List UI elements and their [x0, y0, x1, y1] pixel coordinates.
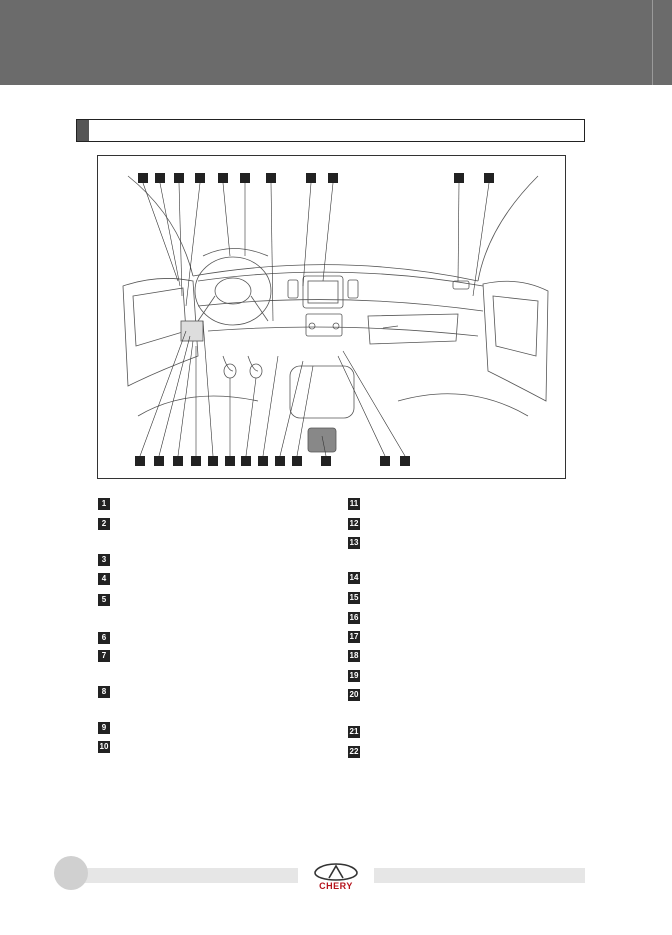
legend-marker-20: 20: [348, 689, 360, 701]
legend-marker-22: 22: [348, 746, 360, 758]
legend-marker-1: 1: [98, 498, 110, 510]
legend-marker-17: 17: [348, 631, 360, 643]
legend-marker-19: 19: [348, 670, 360, 682]
header-divider: [652, 0, 653, 85]
chery-logo: CHERY: [307, 862, 365, 891]
legend-marker-7: 7: [98, 650, 110, 662]
page-number-circle: [54, 856, 88, 890]
legend-marker-8: 8: [98, 686, 110, 698]
section-title-bar: [76, 119, 585, 142]
footer-bar-left: [70, 868, 298, 883]
legend-marker-6: 6: [98, 632, 110, 644]
legend-marker-15: 15: [348, 592, 360, 604]
legend-marker-11: 11: [348, 498, 360, 510]
instrument-panel-figure: [97, 155, 566, 479]
dashboard-illustration: [122, 173, 549, 466]
legend-marker-4: 4: [98, 573, 110, 585]
legend-marker-18: 18: [348, 650, 360, 662]
legend-marker-5: 5: [98, 594, 110, 606]
legend-marker-9: 9: [98, 722, 110, 734]
legend-marker-10: 10: [98, 741, 110, 753]
footer-bar-right: [374, 868, 585, 883]
chery-emblem-icon: [314, 863, 358, 881]
legend-marker-2: 2: [98, 518, 110, 530]
legend-marker-16: 16: [348, 612, 360, 624]
legend-marker-3: 3: [98, 554, 110, 566]
legend-marker-12: 12: [348, 518, 360, 530]
brand-name: CHERY: [319, 881, 353, 891]
legend-marker-21: 21: [348, 726, 360, 738]
legend-marker-13: 13: [348, 537, 360, 549]
section-title-tab: [77, 120, 89, 141]
legend-marker-14: 14: [348, 572, 360, 584]
header-band: [0, 0, 672, 85]
